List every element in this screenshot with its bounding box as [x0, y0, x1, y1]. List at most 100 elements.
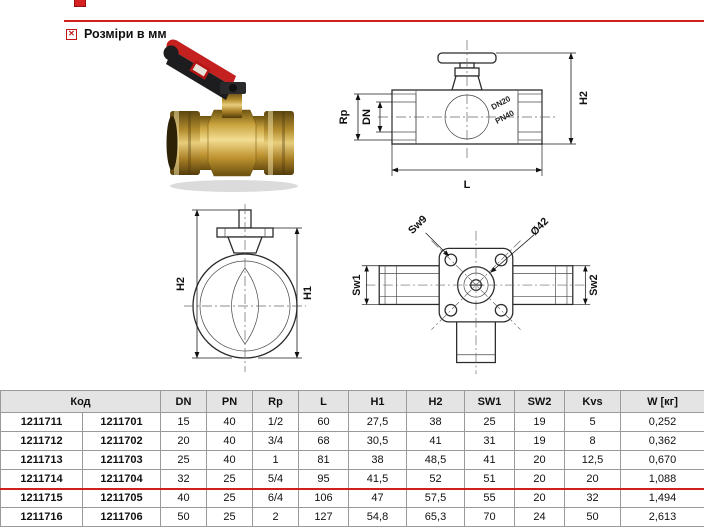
value-cell: 106 — [298, 488, 349, 508]
bolt-hole — [494, 303, 508, 317]
code-cell: 1211716 — [0, 507, 83, 527]
column-header: H2 — [406, 390, 465, 413]
value-cell: 40 — [206, 412, 253, 432]
value-cell: 52 — [406, 469, 465, 490]
code-cell: 1211711 — [0, 412, 83, 432]
dimension-rp: Rp — [338, 93, 392, 141]
column-header: SW2 — [514, 390, 565, 413]
diameter-label: Ø42 — [528, 215, 551, 238]
column-header: Kvs — [564, 390, 621, 413]
value-cell: 19 — [514, 412, 565, 432]
value-cell: 5 — [564, 412, 621, 432]
valve-center-nut — [207, 109, 257, 177]
value-cell: 81 — [298, 450, 349, 470]
column-header: L — [298, 390, 349, 413]
column-header: DN — [160, 390, 207, 413]
value-cell: 40 — [206, 450, 253, 470]
bolt-hole — [444, 253, 458, 267]
value-cell: 54,8 — [348, 507, 407, 527]
value-cell: 1 — [252, 450, 299, 470]
value-cell: 1,494 — [620, 488, 704, 508]
dimensions-bullet-icon: ✕ — [66, 28, 77, 40]
column-header: W [кг] — [620, 390, 704, 413]
value-cell: 50 — [160, 507, 207, 527]
callout-sw9: Sw9 — [406, 213, 450, 257]
sw2-label: Sw2 — [588, 274, 600, 295]
red-divider — [64, 20, 704, 22]
dimension-dn: DN — [361, 101, 392, 133]
value-cell: 1/2 — [252, 412, 299, 432]
value-cell: 51 — [464, 469, 515, 490]
photo-shadow — [170, 180, 298, 192]
value-cell: 25 — [206, 469, 253, 490]
handle-bolt — [229, 84, 237, 92]
diagonal-centerline — [431, 240, 521, 330]
value-cell: 6/4 — [252, 488, 299, 508]
code-cell: 1211703 — [82, 450, 161, 470]
value-cell: 47 — [348, 488, 407, 508]
value-cell: 20 — [564, 469, 621, 490]
coupling-highlight — [268, 111, 273, 175]
value-cell: 2 — [252, 507, 299, 527]
value-cell: 70 — [464, 507, 515, 527]
column-header: PN — [206, 390, 253, 413]
column-header: H1 — [348, 390, 407, 413]
column-header: Код — [0, 390, 161, 413]
dimension-h2: H2 — [175, 209, 239, 359]
value-cell: 8 — [564, 431, 621, 451]
value-cell: 25 — [206, 488, 253, 508]
product-photo — [163, 39, 298, 192]
valve-neck — [222, 92, 242, 118]
value-cell: 25 — [464, 412, 515, 432]
value-cell: 48,5 — [406, 450, 465, 470]
column-header: SW1 — [464, 390, 515, 413]
dimension-h2: H2 — [496, 52, 590, 145]
value-cell: 2,613 — [620, 507, 704, 527]
value-cell: 32 — [564, 488, 621, 508]
code-cell: 1211705 — [82, 488, 161, 508]
value-cell: 57,5 — [406, 488, 465, 508]
value-cell: 20 — [514, 450, 565, 470]
value-cell: 50 — [564, 507, 621, 527]
h2-label: H2 — [578, 91, 590, 105]
bolt-hole — [494, 253, 508, 267]
handle-tip — [163, 45, 179, 61]
value-cell: 60 — [298, 412, 349, 432]
dimension-sw2: Sw2 — [572, 265, 600, 305]
value-cell: 0,670 — [620, 450, 704, 470]
l-label: L — [464, 179, 471, 191]
value-cell: 41,5 — [348, 469, 407, 490]
value-cell: 25 — [206, 507, 253, 527]
value-cell: 15 — [160, 412, 207, 432]
value-cell: 20 — [160, 431, 207, 451]
value-cell: 40 — [206, 431, 253, 451]
bolt-hole — [444, 303, 458, 317]
code-cell: 1211713 — [0, 450, 83, 470]
h1-label: H1 — [302, 286, 314, 300]
side-view-drawing: Rp DN L H2 DN20 PN40 — [338, 40, 590, 191]
value-cell: 68 — [298, 431, 349, 451]
value-cell: 55 — [464, 488, 515, 508]
value-cell: 127 — [298, 507, 349, 527]
thread-opening — [166, 116, 178, 170]
code-cell: 1211714 — [0, 469, 83, 490]
value-cell: 5/4 — [252, 469, 299, 490]
code-cell: 1211715 — [0, 488, 83, 508]
code-cell: 1211702 — [82, 431, 161, 451]
h2-label: H2 — [175, 277, 187, 291]
value-cell: 12,5 — [564, 450, 621, 470]
dimension-sw1: Sw1 — [352, 265, 380, 305]
dn-label: DN — [361, 109, 373, 125]
value-cell: 31 — [464, 431, 515, 451]
column-header: Rp — [252, 390, 299, 413]
value-cell: 25 — [160, 450, 207, 470]
